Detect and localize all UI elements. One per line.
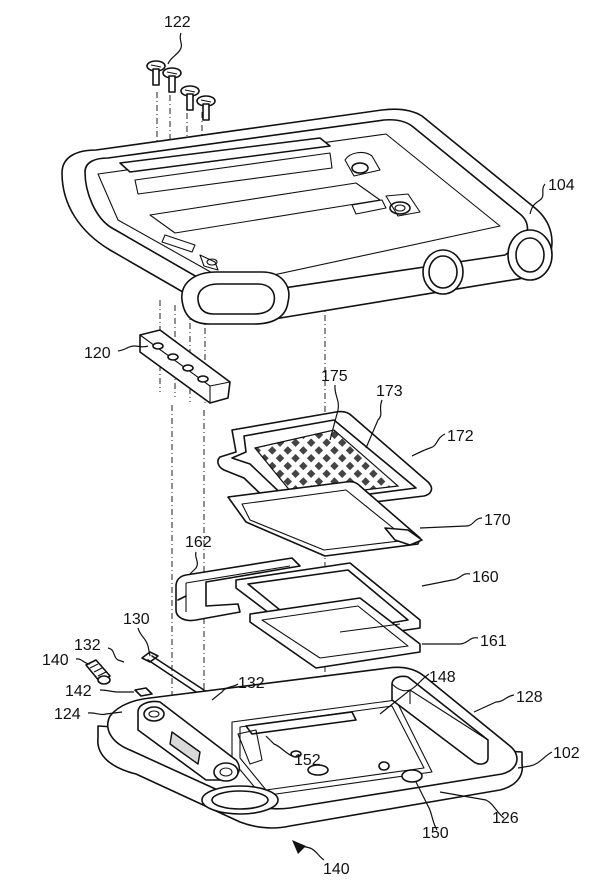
label-120: 120 <box>84 345 111 362</box>
label-132a: 132 <box>74 637 101 654</box>
window-panel-172 <box>217 410 433 514</box>
touch-grid-173 <box>253 429 400 499</box>
bracket-120 <box>139 329 231 404</box>
label-124: 124 <box>54 706 81 723</box>
housing-104 <box>61 108 553 325</box>
label-128: 128 <box>516 689 543 706</box>
label-142: 142 <box>65 683 92 700</box>
label-161: 161 <box>480 633 507 650</box>
leader-lines <box>75 32 553 861</box>
label-170: 170 <box>484 512 511 529</box>
label-160: 160 <box>472 569 499 586</box>
arrow-140 <box>292 840 306 854</box>
frame-162 <box>175 557 301 622</box>
label-126: 126 <box>492 810 519 827</box>
screws-122 <box>146 60 216 121</box>
layer-161 <box>249 597 421 669</box>
label-122: 122 <box>164 14 191 31</box>
label-175: 175 <box>321 368 348 385</box>
label-140a: 140 <box>42 652 69 669</box>
base-102 <box>97 666 524 829</box>
label-130: 130 <box>123 611 150 628</box>
screw-140 <box>85 659 111 685</box>
label-162: 162 <box>185 534 212 551</box>
label-140b: 140 <box>323 861 350 878</box>
pin-142 <box>134 687 153 697</box>
label-172: 172 <box>447 428 474 445</box>
label-148: 148 <box>429 669 456 686</box>
label-150: 150 <box>422 825 449 842</box>
label-102: 102 <box>553 745 580 762</box>
label-104: 104 <box>548 177 575 194</box>
reference-numerals: 122 104 120 175 173 172 170 162 160 161 … <box>42 14 580 878</box>
layer-170 <box>227 480 423 557</box>
label-173: 173 <box>376 383 403 400</box>
label-132b: 132 <box>238 675 265 692</box>
label-152: 152 <box>294 752 321 769</box>
